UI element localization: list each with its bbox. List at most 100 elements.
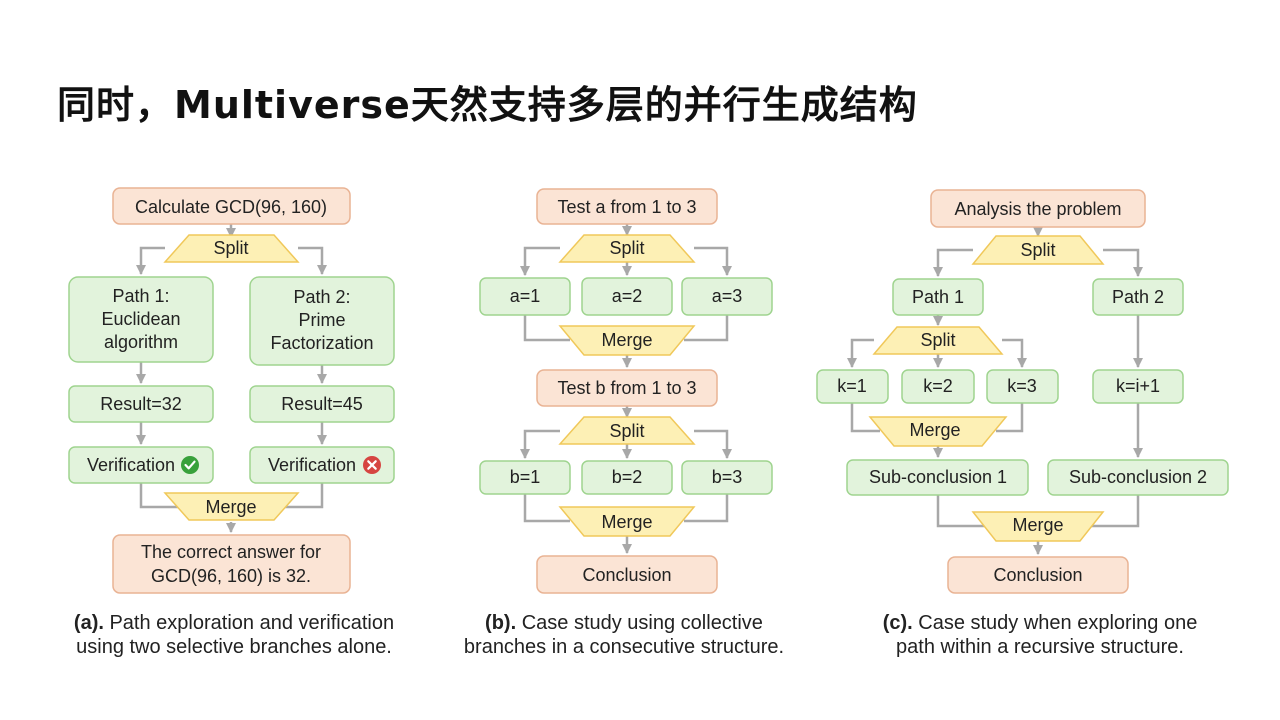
caption-c-line2: path within a recursive structure. bbox=[896, 636, 1184, 658]
panel-a-path2-node: Path 2: Prime Factorization bbox=[249, 276, 395, 366]
panel-a-path1-line3: algorithm bbox=[104, 332, 178, 352]
panel-c-kinc-label: k=i+1 bbox=[1116, 376, 1160, 396]
panel-b-test-b-label: Test b from 1 to 3 bbox=[557, 378, 696, 398]
panel-a-split: Split bbox=[163, 234, 300, 263]
caption-c-label: (c). bbox=[882, 612, 913, 634]
edge-c-split-path2 bbox=[1103, 248, 1143, 277]
panel-b-split1-label: Split bbox=[609, 238, 644, 258]
caption-b-line1: Case study using collective bbox=[521, 612, 763, 634]
panel-c-sub1-label: Sub-conclusion 1 bbox=[869, 467, 1007, 487]
panel-a-edges bbox=[136, 224, 327, 533]
panel-c-subsplit: Split bbox=[872, 326, 1004, 355]
edge-c-subsplit-k3 bbox=[1002, 338, 1027, 368]
panel-b-split1: Split bbox=[558, 234, 696, 263]
caption-c: (c). Case study when exploring one path … bbox=[840, 611, 1240, 659]
panel-a-path2-line3: Factorization bbox=[270, 333, 373, 353]
edge-c-sub2-merge bbox=[1090, 495, 1140, 528]
panel-a-path1-line2: Euclidean bbox=[101, 309, 180, 329]
panel-b-merge1-label: Merge bbox=[601, 330, 652, 350]
panel-b-test-b-node: Test b from 1 to 3 bbox=[536, 369, 718, 407]
edge-c-k3-submerge bbox=[996, 403, 1024, 433]
panel-c-k3-node: k=3 bbox=[986, 369, 1059, 404]
caption-b-label: (b). bbox=[485, 612, 517, 634]
panel-b-b3-label: b=3 bbox=[712, 467, 743, 487]
panel-b-split2: Split bbox=[558, 416, 696, 445]
panel-b-a3-node: a=3 bbox=[681, 277, 773, 316]
panel-b-a1-label: a=1 bbox=[510, 286, 541, 306]
panel-c-path2-label: Path 2 bbox=[1112, 287, 1164, 307]
edge-a-split-path2 bbox=[298, 246, 327, 275]
caption-c-line1: Case study when exploring one bbox=[918, 612, 1198, 634]
cross-icon bbox=[363, 456, 381, 474]
panel-b-edges bbox=[520, 224, 732, 554]
panel-c-k2-label: k=2 bbox=[923, 376, 953, 396]
caption-a-line1: Path exploration and verification bbox=[109, 612, 395, 634]
panel-b-b1-node: b=1 bbox=[479, 460, 571, 495]
edge-b-split-a3 bbox=[694, 246, 732, 276]
panel-a-path2-line2: Prime bbox=[298, 310, 345, 330]
panel-a-top-node: Calculate GCD(96, 160) bbox=[112, 187, 351, 225]
panel-c-kinc-node: k=i+1 bbox=[1092, 369, 1184, 404]
panel-a-result1-node: Result=32 bbox=[68, 385, 214, 423]
panel-c-k1-label: k=1 bbox=[837, 376, 867, 396]
panel-b-conclusion-node: Conclusion bbox=[536, 555, 718, 594]
edge-c-subsplit-k1 bbox=[847, 338, 874, 368]
panel-a-verify1-label: Verification bbox=[87, 455, 175, 475]
panel-c-sub2-label: Sub-conclusion 2 bbox=[1069, 467, 1207, 487]
panel-b-b2-node: b=2 bbox=[581, 460, 673, 495]
panel-c-k1-node: k=1 bbox=[816, 369, 889, 404]
panel-b-test-a-label: Test a from 1 to 3 bbox=[557, 197, 696, 217]
edge-a-split-path1 bbox=[136, 246, 165, 275]
panel-b-b2-label: b=2 bbox=[612, 467, 643, 487]
slide-title: 同时，Multiverse天然支持多层的并行生成结构 bbox=[57, 83, 918, 127]
edge-b-split-b3 bbox=[694, 429, 732, 459]
panel-a-path2-line1: Path 2: bbox=[293, 287, 350, 307]
panel-c-path1-node: Path 1 bbox=[892, 278, 984, 316]
edge-c-split-path1 bbox=[933, 248, 973, 277]
panel-b-test-a-node: Test a from 1 to 3 bbox=[536, 188, 718, 225]
panel-a-answer-line2: GCD(96, 160) is 32. bbox=[151, 566, 311, 586]
panel-a-result2-label: Result=45 bbox=[281, 394, 363, 414]
panel-a-merge: Merge bbox=[163, 492, 300, 521]
panel-c-conclusion-label: Conclusion bbox=[993, 565, 1082, 585]
caption-a-line2: using two selective branches alone. bbox=[76, 636, 392, 658]
panel-c-split-label: Split bbox=[1020, 240, 1055, 260]
panel-c-path1-label: Path 1 bbox=[912, 287, 964, 307]
caption-b: (b). Case study using collective branche… bbox=[424, 611, 824, 659]
edge-c-k1-submerge bbox=[850, 403, 880, 433]
panel-a-path1-line1: Path 1: bbox=[112, 286, 169, 306]
panel-a-merge-label: Merge bbox=[205, 497, 256, 517]
panel-b-merge2-label: Merge bbox=[601, 512, 652, 532]
panel-b-a3-label: a=3 bbox=[712, 286, 743, 306]
panel-b-b3-node: b=3 bbox=[681, 460, 773, 495]
panel-c-conclusion-node: Conclusion bbox=[947, 556, 1129, 594]
panel-b-merge2: Merge bbox=[558, 506, 696, 537]
panel-c-edges bbox=[847, 227, 1143, 555]
panel-b-a2-label: a=2 bbox=[612, 286, 643, 306]
panel-c-top-node: Analysis the problem bbox=[930, 189, 1146, 228]
caption-b-line2: branches in a consecutive structure. bbox=[463, 636, 785, 658]
edge-b-b1-merge bbox=[523, 494, 570, 523]
panel-b-conclusion-label: Conclusion bbox=[582, 565, 671, 585]
edge-a-verify1-merge bbox=[139, 483, 178, 509]
edge-c-sub1-merge bbox=[936, 495, 986, 528]
edge-b-b3-merge bbox=[684, 494, 729, 523]
panel-c-merge-label: Merge bbox=[1012, 515, 1063, 535]
edge-b-split-b1 bbox=[520, 429, 560, 459]
edge-b-a3-merge bbox=[684, 315, 729, 342]
panel-c-merge: Merge bbox=[971, 511, 1105, 542]
panel-b-a2-node: a=2 bbox=[581, 277, 673, 316]
panel-a-path1-node: Path 1: Euclidean algorithm bbox=[68, 276, 214, 363]
panel-c-split: Split bbox=[971, 235, 1105, 265]
panel-b-merge1: Merge bbox=[558, 325, 696, 356]
panel-c-path2-node: Path 2 bbox=[1092, 278, 1184, 316]
panel-b-b1-label: b=1 bbox=[510, 467, 541, 487]
panel-c-k2-node: k=2 bbox=[901, 369, 975, 404]
panel-a-split-label: Split bbox=[213, 238, 248, 258]
panel-c-subsplit-label: Split bbox=[920, 330, 955, 350]
panel-a-result1-label: Result=32 bbox=[100, 394, 182, 414]
panel-c-submerge-label: Merge bbox=[909, 420, 960, 440]
edge-a-verify2-merge bbox=[285, 483, 324, 509]
panel-a-verify2-label: Verification bbox=[268, 455, 356, 475]
